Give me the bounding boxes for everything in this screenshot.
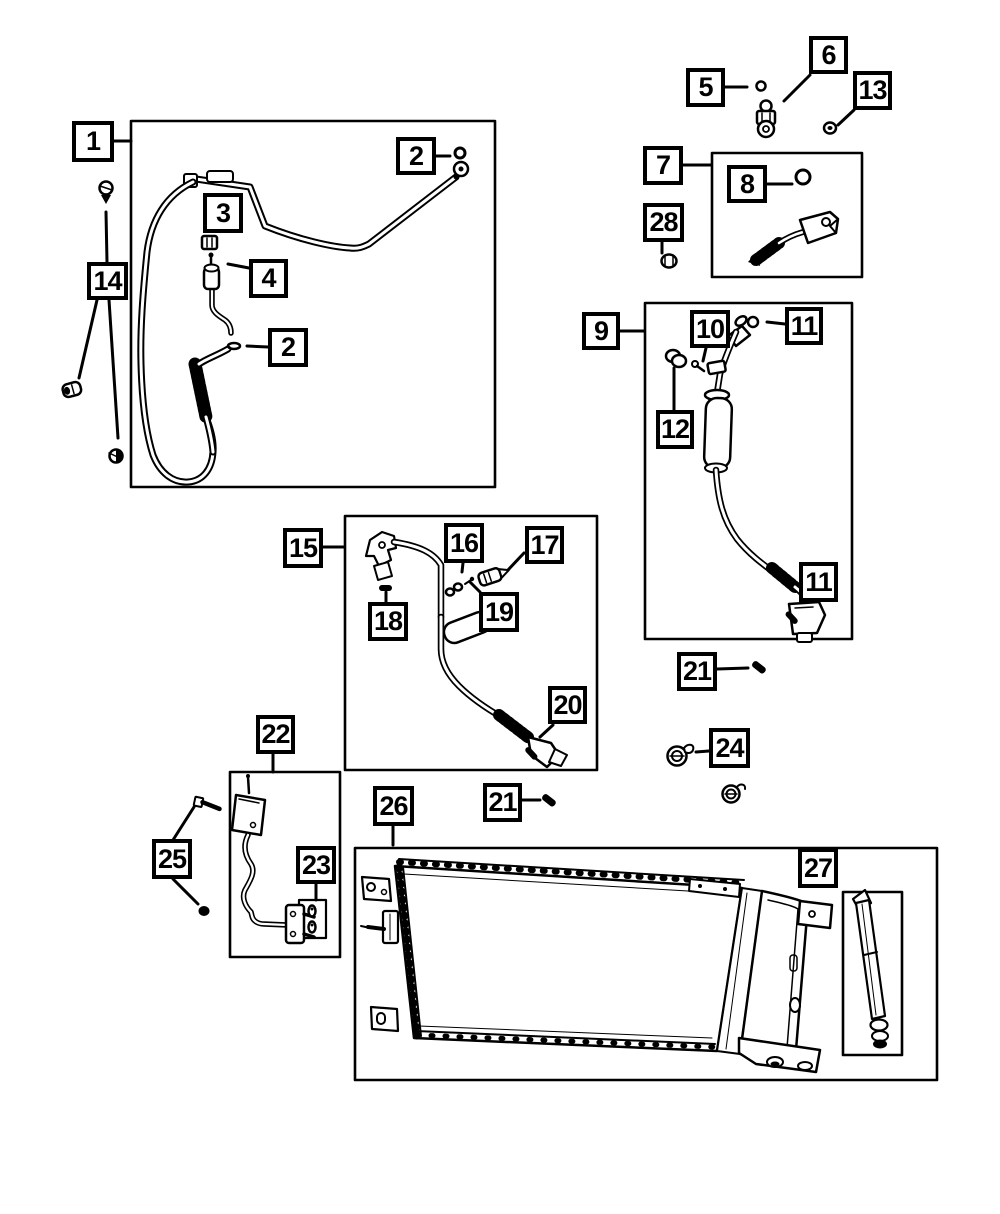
callout-15: 15: [283, 528, 323, 568]
panel-bracket-tube: [228, 770, 342, 959]
loose-parts-top: [61, 80, 838, 464]
oring-dash-part-11-bottom: [785, 611, 798, 624]
bolt-part-25: [192, 795, 222, 812]
panel-hose-stub: [710, 151, 864, 279]
callout-9: 9: [582, 312, 620, 350]
charge-valve-part-6: [755, 99, 777, 139]
hose-stub-drawing: [748, 168, 840, 266]
callout-16: 16: [444, 523, 484, 563]
callout-8: 8: [727, 165, 767, 203]
muffler: [702, 396, 734, 470]
callout-24: 24: [709, 728, 750, 768]
callout-28: 28: [643, 203, 684, 242]
clip-part-14-top: [98, 180, 114, 204]
callout-13: 13: [853, 71, 892, 110]
cap-part-small: [721, 783, 747, 804]
discharge-line-drawing: [364, 530, 568, 769]
callout-12: 12: [656, 410, 694, 449]
panel-frames: [129, 119, 939, 1082]
panel-condenser: [353, 846, 939, 1082]
callout-25: 25: [152, 839, 192, 879]
valve-cap-3: [200, 234, 219, 251]
callout-11-top: 11: [785, 307, 823, 345]
panel-suction-line: [643, 301, 854, 641]
grommet-part-14: [61, 380, 83, 399]
oring-part-11-top: [746, 315, 760, 329]
callout-21-center: 21: [483, 783, 522, 822]
condenser-core: [393, 864, 744, 1053]
condenser-bracket-lower-left: [369, 1005, 400, 1033]
valve-core-part-16: [469, 576, 475, 582]
desiccant-bag-part-27: [851, 888, 889, 1049]
callout-6: 6: [809, 36, 848, 74]
callout-27: 27: [798, 848, 838, 888]
clip-part-14-bottom: [108, 448, 124, 464]
nut-part-28: [660, 253, 678, 269]
callout-17: 17: [525, 526, 564, 564]
callout-19: 19: [479, 592, 519, 632]
mount-bracket: [364, 530, 398, 568]
callout-7: 7: [643, 146, 683, 185]
panel-discharge-line: [343, 514, 599, 772]
callout-26: 26: [373, 786, 414, 826]
block-fitting: [787, 600, 827, 636]
callout-14: 14: [87, 262, 128, 300]
screw-part-21-center: [542, 794, 556, 807]
callout-23: 23: [296, 846, 336, 884]
suction-line-drawing: [664, 314, 827, 643]
cap-part-24: [666, 743, 695, 767]
callout-1: 1: [72, 121, 114, 162]
callout-10: 10: [690, 310, 730, 348]
loose-parts-bottom: [542, 661, 766, 807]
callout-22: 22: [256, 715, 295, 754]
corrugated-section: [188, 357, 213, 424]
bracket-tube-drawing: [192, 774, 317, 945]
callout-2-top: 2: [396, 137, 436, 175]
liquid-line-drawing: [137, 146, 470, 486]
oring-part-2-top: [453, 146, 467, 160]
callout-2-mid: 2: [268, 328, 308, 367]
callout-4: 4: [249, 259, 288, 298]
pressure-sensor-part-17: [477, 567, 510, 587]
condenser-bracket-mid-left: [360, 909, 400, 945]
condenser-bracket-upper-left: [360, 875, 393, 903]
oring-dash-part-20: [525, 747, 538, 760]
callout-11-bottom: 11: [799, 562, 838, 602]
screw-part-21-right: [752, 661, 766, 674]
oring-part-8: [794, 168, 812, 186]
flange-plate: [284, 903, 306, 945]
oring-part-5: [755, 80, 767, 92]
condenser-drawing: [360, 858, 889, 1074]
panel-liquid-line: [129, 119, 497, 489]
callout-20: 20: [548, 686, 587, 724]
oring-pair-part-23: [307, 904, 317, 934]
leader-lines: [77, 73, 856, 906]
callout-3: 3: [203, 193, 243, 233]
callout-21-right: 21: [677, 652, 717, 691]
callout-18: 18: [368, 602, 408, 641]
oring-dash-part-18: [379, 585, 392, 591]
valve-core-part: [208, 252, 214, 258]
nut-part-25: [198, 906, 210, 916]
callout-5: 5: [686, 68, 725, 107]
oring-part-19: [444, 587, 456, 597]
oring-part-2-mid: [226, 341, 242, 351]
nut-part-12: [664, 348, 688, 369]
grommet-part-13: [822, 121, 838, 135]
panel-desiccant: [841, 890, 904, 1057]
